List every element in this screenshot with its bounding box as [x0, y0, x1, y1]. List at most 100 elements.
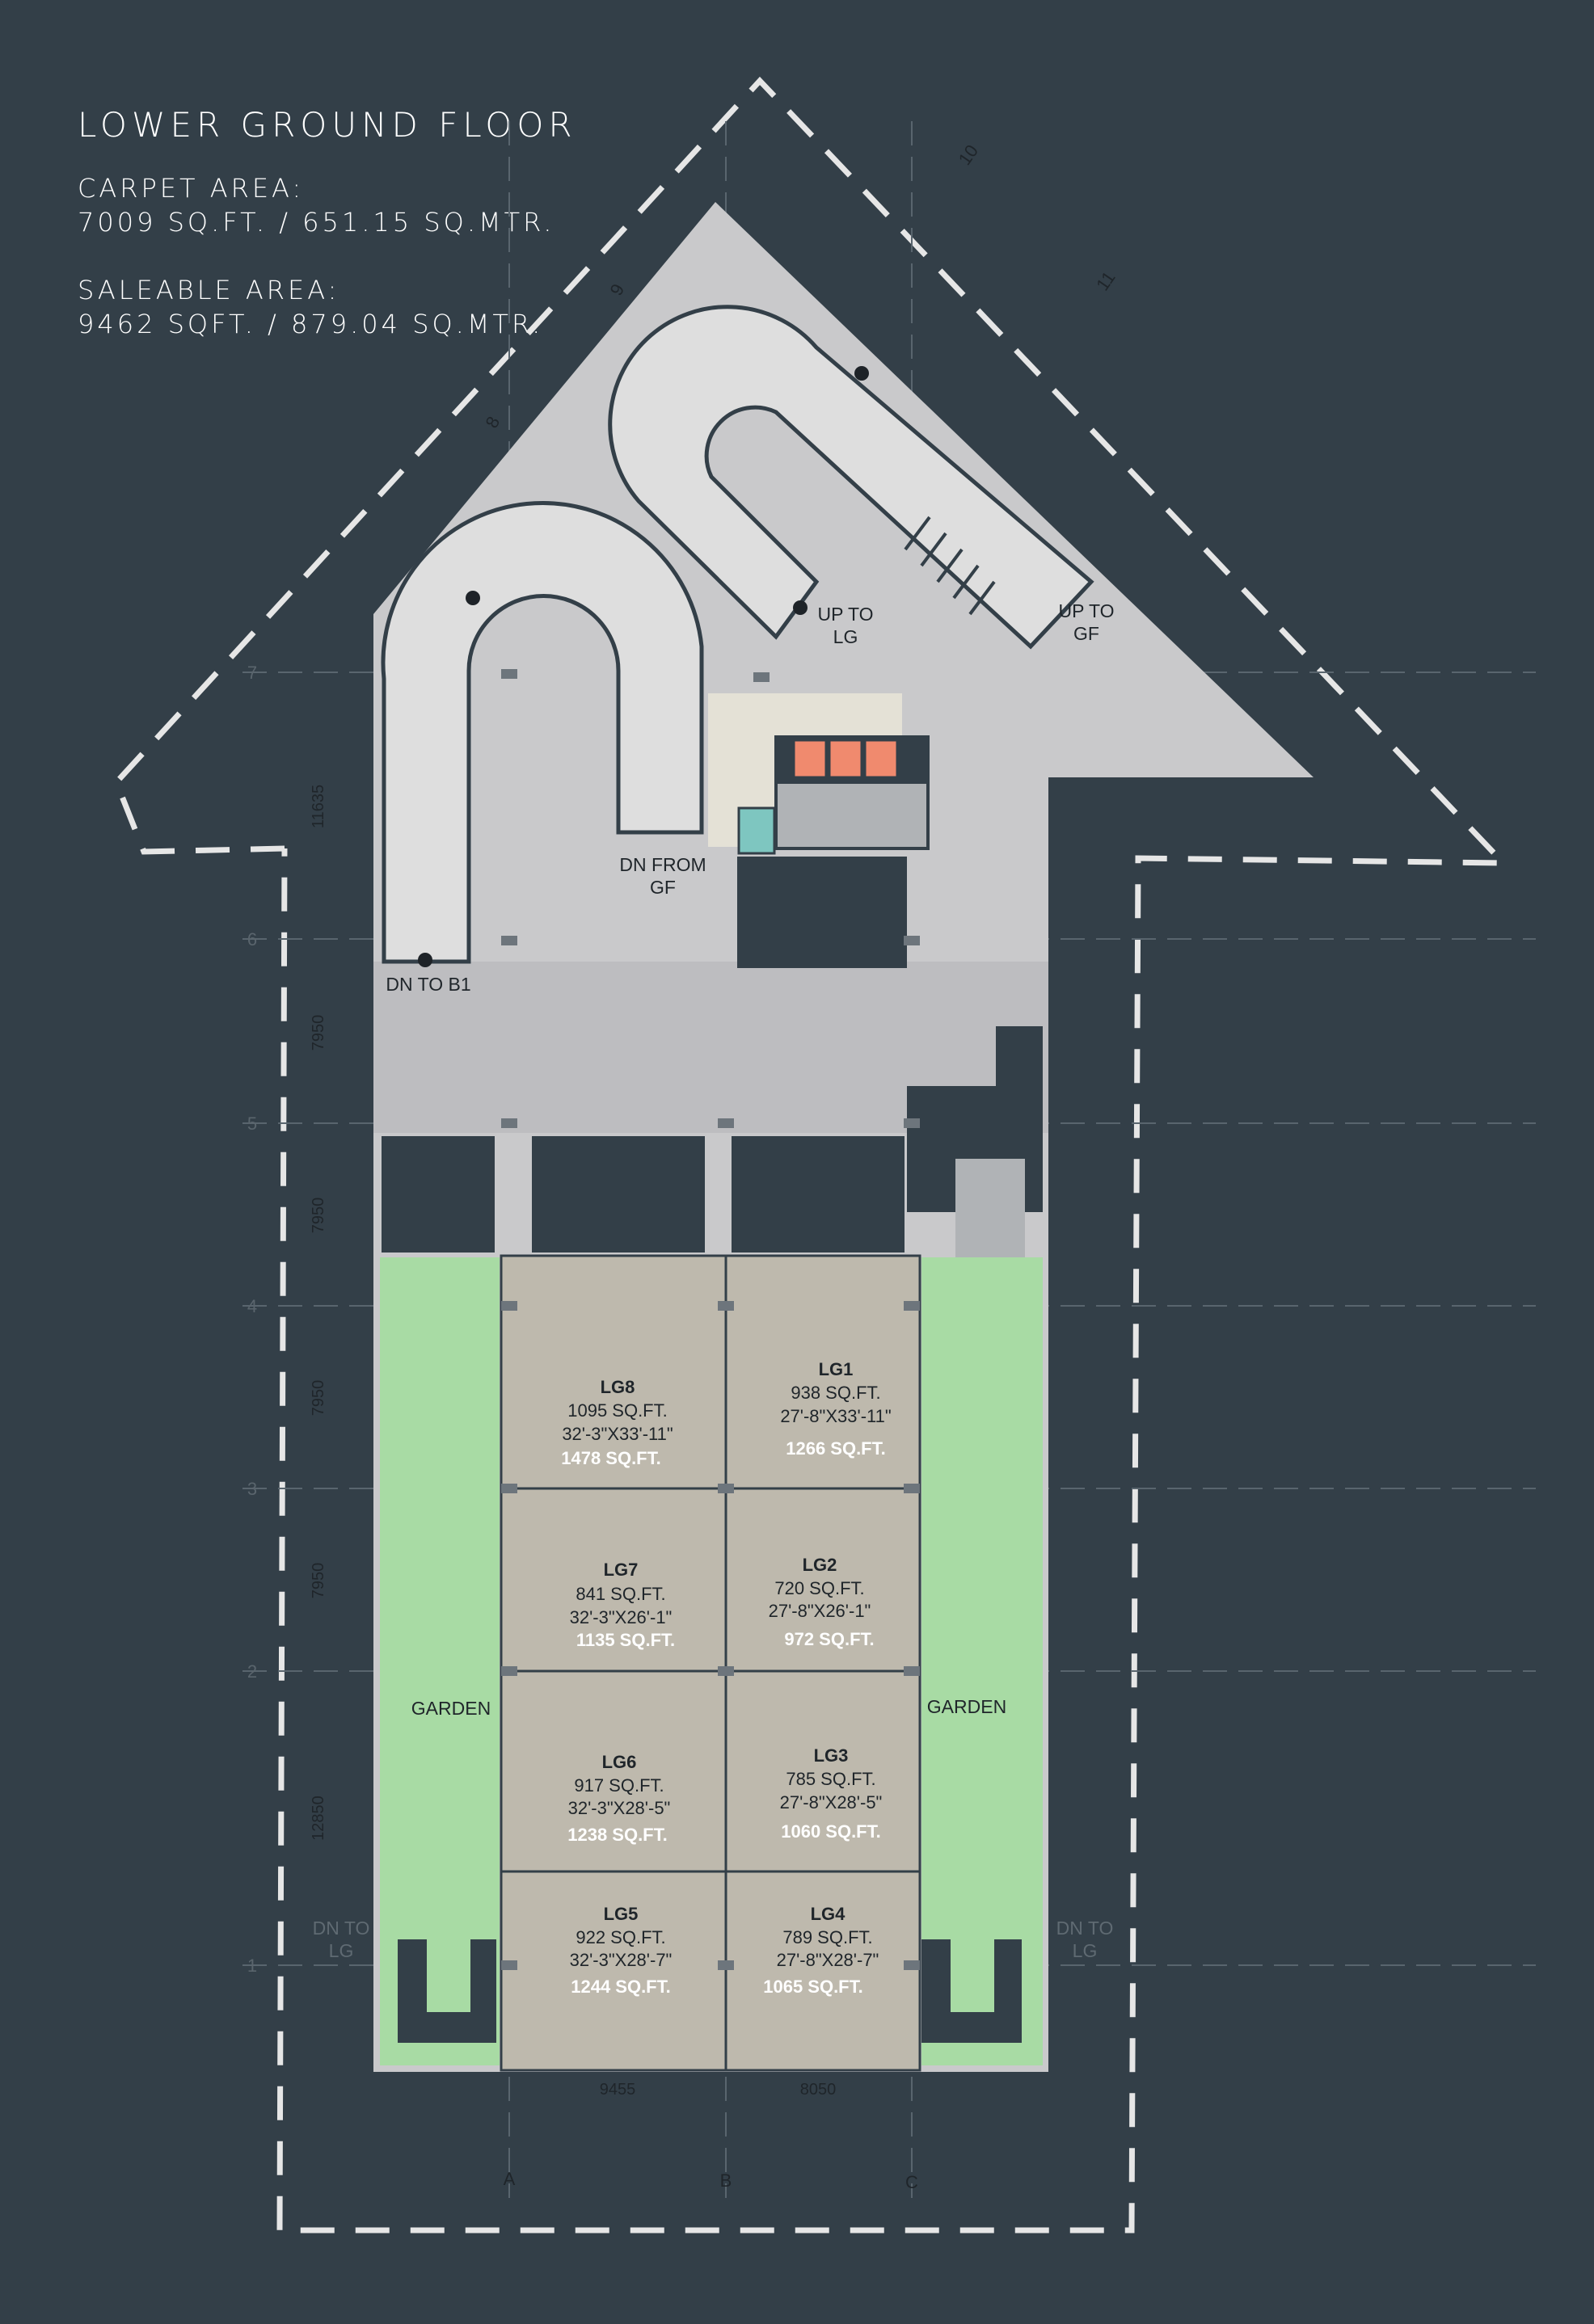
unit-lg4-carpet: 789 SQ.FT.: [782, 1927, 872, 1947]
unit-lg4[interactable]: [724, 1870, 921, 2072]
grid-row-label: 2: [247, 1661, 257, 1682]
up-to-lg-label-2: LG: [833, 626, 858, 647]
col-dimension: 8050: [800, 2081, 837, 2099]
grid-col-label: B: [720, 2170, 732, 2191]
saleable-area-value: 9462 SQFT. / 879.04 SQ.MTR.: [78, 309, 544, 339]
diag-grid-label: 10: [955, 141, 983, 169]
garden-left-label: GARDEN: [411, 1698, 491, 1719]
unit-lg6-saleable: 1238 SQ.FT.: [567, 1825, 668, 1845]
grid-row-label: 4: [247, 1296, 257, 1316]
lift-car-1: [792, 739, 828, 779]
site-boundary: [112, 76, 1511, 2233]
unit-lg6-name: LG6: [602, 1752, 637, 1772]
planter-right: [921, 1939, 1022, 2043]
dn-from-gf-label-1: DN FROM: [619, 854, 706, 875]
dn-to-lg-right-label-2: LG: [1073, 1940, 1098, 1961]
ramp-marking: [904, 516, 996, 616]
dn-to-lg-left-label-1: DN TO: [313, 1918, 370, 1939]
unit-lg1-carpet: 938 SQ.FT.: [791, 1383, 880, 1403]
unit-lg2-dims: 27'-8"X26'-1": [769, 1601, 871, 1621]
unit-lg3-saleable: 1060 SQ.FT.: [781, 1821, 881, 1842]
unit-lg4-dims: 27'-8"X28'-7": [777, 1950, 879, 1970]
unit-lg1-dims: 27'-8"X33'-11": [780, 1406, 891, 1426]
ramp-lower: [381, 501, 704, 964]
parking-bay-3: [732, 1136, 905, 1253]
marker-dot: [418, 953, 432, 967]
dn-to-b1-label: DN TO B1: [386, 974, 470, 995]
parking-bay-2: [532, 1136, 705, 1253]
diag-grid-label: 9: [605, 280, 628, 299]
unit-lg3[interactable]: [724, 1669, 921, 1873]
row-dimension: 7950: [310, 1015, 327, 1051]
unit-lg2-carpet: 720 SQ.FT.: [774, 1578, 864, 1598]
unit-lg6[interactable]: [500, 1669, 727, 1873]
diag-grid-label: 8: [481, 413, 504, 432]
garden-left: [380, 1257, 500, 2065]
row-dimension: 7950: [310, 1563, 327, 1599]
grid-col-label: C: [905, 2172, 918, 2192]
grid-row-label: 5: [247, 1114, 257, 1134]
unit-lg2-saleable: 972 SQ.FT.: [784, 1629, 874, 1649]
marker-dot: [793, 600, 808, 615]
garden-right: [921, 1257, 1043, 2065]
up-to-gf-label-1: UP TO: [1058, 600, 1114, 621]
unit-lg8[interactable]: [500, 1254, 727, 1490]
unit-lg1[interactable]: [724, 1254, 921, 1490]
unit-lg2[interactable]: [724, 1487, 921, 1673]
unit-lg1-saleable: 1266 SQ.FT.: [786, 1438, 886, 1459]
lift-car-2: [828, 739, 863, 779]
unit-lg6-dims: 32'-3"X28'-5": [568, 1798, 671, 1818]
carpet-area-value: 7009 SQ.FT. / 651.15 SQ.MTR.: [78, 207, 555, 238]
carpet-area-label: CARPET AREA:: [78, 173, 305, 204]
unit-lg5-dims: 32'-3"X28'-7": [570, 1950, 673, 1970]
stairs: [778, 784, 926, 847]
row-dimension: 7950: [310, 1198, 327, 1234]
grid-row-label: 6: [247, 929, 257, 949]
service-lift: [737, 806, 776, 855]
unit-lg4-saleable: 1065 SQ.FT.: [763, 1977, 863, 1997]
up-to-lg-label-1: UP TO: [817, 604, 873, 625]
dn-to-lg-right-label-1: DN TO: [1056, 1918, 1114, 1939]
lift-car-3: [863, 739, 899, 779]
unit-lg5[interactable]: [500, 1870, 727, 2072]
unit-lg8-name: LG8: [601, 1377, 635, 1397]
diag-grid-label: 11: [1092, 267, 1120, 294]
unit-lg2-name: LG2: [803, 1555, 837, 1575]
unit-lg1-name: LG1: [819, 1359, 854, 1379]
unit-lg7-name: LG7: [604, 1560, 639, 1580]
unit-lg4-name: LG4: [811, 1904, 846, 1924]
unit-lg7-carpet: 841 SQ.FT.: [576, 1584, 665, 1604]
plan-title: LOWER GROUND FLOOR: [78, 105, 577, 145]
saleable-area-label: SALEABLE AREA:: [78, 275, 340, 305]
up-to-gf-label-2: GF: [1073, 623, 1099, 644]
unit-lg8-saleable: 1478 SQ.FT.: [561, 1448, 661, 1468]
dn-to-lg-left-label-2: LG: [329, 1940, 354, 1961]
unit-lg5-saleable: 1244 SQ.FT.: [571, 1977, 671, 1997]
parking-bay-1: [382, 1136, 495, 1253]
unit-lg7[interactable]: [500, 1487, 727, 1673]
planter-left: [398, 1939, 496, 2043]
grid-row-label: 7: [247, 663, 257, 683]
row-dimension: 12850: [310, 1796, 327, 1841]
row-dimension: 11635: [310, 785, 327, 828]
grid-row-label: 3: [247, 1479, 257, 1499]
unit-lg5-carpet: 922 SQ.FT.: [576, 1927, 665, 1947]
unit-lg8-carpet: 1095 SQ.FT.: [567, 1400, 668, 1421]
unit-lg3-dims: 27'-8"X28'-5": [780, 1792, 883, 1812]
unit-lg7-dims: 32'-3"X26'-1": [570, 1607, 673, 1627]
dn-from-gf-label-2: GF: [650, 877, 676, 898]
row-dimension: 7950: [310, 1380, 327, 1417]
col-dimension: 9455: [600, 2081, 636, 2099]
unit-lg6-carpet: 917 SQ.FT.: [574, 1775, 664, 1796]
unit-lg3-carpet: 785 SQ.FT.: [786, 1769, 875, 1789]
unit-lg7-saleable: 1135 SQ.FT.: [576, 1630, 675, 1650]
columns: [501, 669, 920, 1970]
unit-lg3-name: LG3: [814, 1745, 849, 1766]
marker-dot: [466, 591, 480, 605]
parking-core-bay: [737, 857, 907, 968]
unit-lg8-dims: 32'-3"X33'-11": [562, 1424, 673, 1444]
unit-lg5-name: LG5: [604, 1904, 639, 1924]
garden-right-label: GARDEN: [927, 1696, 1006, 1717]
ramp-upper: [608, 305, 1094, 650]
